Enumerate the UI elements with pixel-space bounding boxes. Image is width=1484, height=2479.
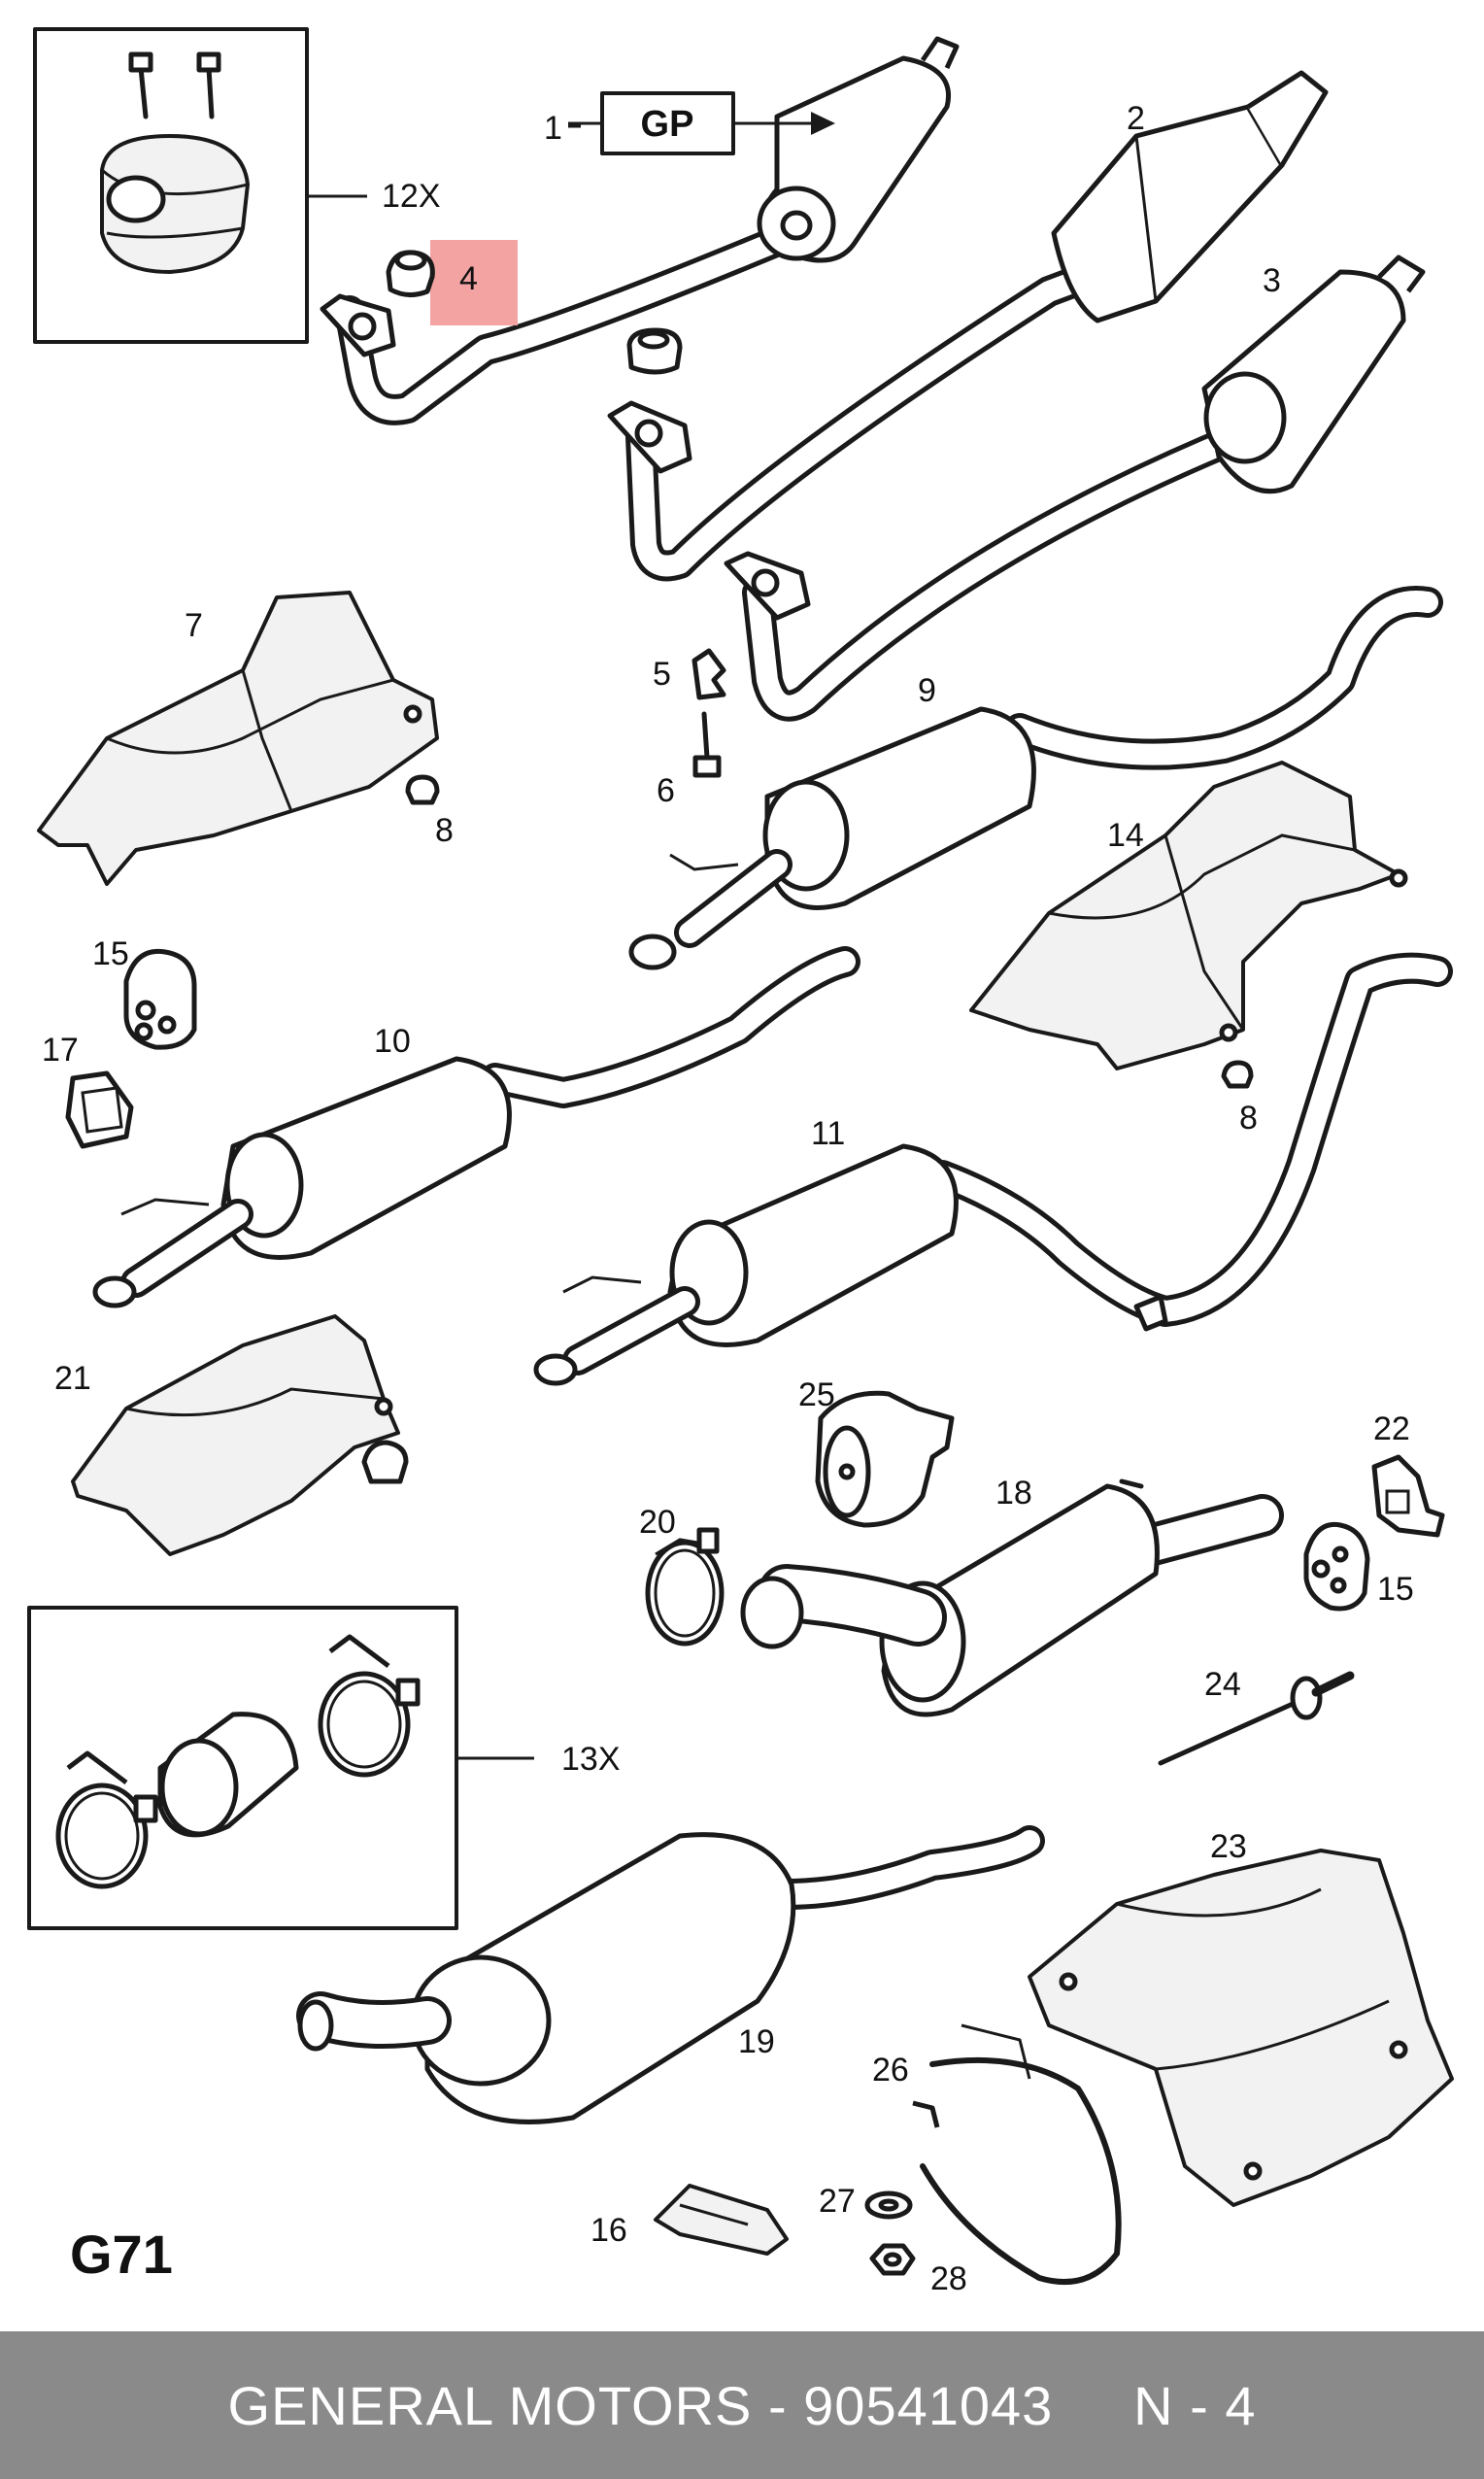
label-part-8-right: 8	[1239, 1100, 1258, 1137]
part-26-strap	[912, 2023, 1122, 2286]
label-part-24: 24	[1204, 1666, 1241, 1703]
page-code: G71	[70, 2224, 173, 2285]
part-18-rear-muffler	[740, 1478, 1284, 1717]
part-22-bracket	[1371, 1454, 1445, 1538]
label-part-20: 20	[639, 1504, 676, 1541]
label-part-10: 10	[374, 1023, 411, 1060]
label-part-2: 2	[1127, 100, 1145, 137]
clamp-kit-inset-12x	[33, 27, 367, 344]
part-15-rubber-mount-right	[1303, 1521, 1370, 1612]
exhaust-parts-diagram: GP	[27, 27, 1454, 2297]
label-part-14: 14	[1107, 817, 1144, 854]
label-part-5: 5	[653, 656, 671, 693]
label-part-18: 18	[995, 1475, 1032, 1511]
label-part-1: 1	[544, 110, 562, 147]
label-part-19: 19	[738, 2023, 775, 2060]
label-part-21: 21	[54, 1360, 91, 1397]
gp-badge-label: GP	[641, 104, 694, 145]
label-part-13x: 13X	[561, 1741, 621, 1778]
part-24-rivet	[1158, 1671, 1355, 1766]
label-part-9: 9	[918, 672, 936, 709]
part-23-heat-shield	[1028, 1849, 1454, 2207]
footer-bar: GENERAL MOTORS - 90541043 N - 4	[0, 2331, 1484, 2479]
part-4-ring	[386, 240, 518, 325]
part-1-front-pipe	[320, 36, 960, 425]
label-part-22: 22	[1373, 1410, 1410, 1447]
part-7-heat-shield	[37, 591, 440, 886]
label-part-25: 25	[798, 1376, 835, 1413]
label-part-28: 28	[930, 2260, 967, 2297]
part-labels: 1 2 3 4 5 6 7 8 8 9 10 11 12X 13X 14 15 …	[42, 100, 1414, 2297]
label-part-12x: 12X	[382, 178, 441, 215]
part-19-rear-muffler	[296, 1825, 1045, 2124]
footer-part-number: GENERAL MOTORS - 90541043 N - 4	[227, 2374, 1257, 2436]
part-2-catalytic-pipe	[607, 70, 1329, 582]
label-part-27: 27	[819, 2183, 856, 2220]
part-3-intermediate-muffler	[724, 255, 1426, 722]
connector-kit-inset-13x	[27, 1606, 534, 1930]
label-part-26: 26	[872, 2052, 909, 2088]
label-part-7: 7	[185, 607, 203, 644]
part-25-rubber-mount	[815, 1390, 955, 1528]
part-21-heat-shield	[71, 1314, 409, 1556]
part-17-clip	[65, 1070, 134, 1149]
part-15-rubber-mount-left	[123, 948, 197, 1050]
part-11-rear-muffler	[533, 952, 1453, 1386]
parts-5-6-fasteners	[691, 648, 726, 778]
label-part-23: 23	[1210, 1828, 1247, 1865]
part-28-nut	[869, 2243, 916, 2276]
part-27-washer	[864, 2190, 913, 2220]
label-part-15-right: 15	[1377, 1571, 1414, 1608]
label-part-16: 16	[590, 2212, 627, 2249]
label-part-17: 17	[42, 1032, 79, 1069]
label-part-6: 6	[657, 772, 675, 809]
label-part-3: 3	[1263, 262, 1281, 299]
label-part-8-left: 8	[435, 812, 454, 849]
part-20-clamp	[645, 1527, 725, 1647]
part-4-highlight	[430, 240, 518, 325]
part-16-bracket	[654, 2184, 789, 2256]
part-9-rear-muffler	[628, 586, 1443, 970]
label-part-15-left: 15	[92, 935, 129, 972]
label-part-11: 11	[811, 1115, 845, 1152]
label-part-4: 4	[459, 260, 478, 297]
part-14-heat-shield	[969, 761, 1408, 1089]
part-10-rear-muffler	[92, 946, 860, 1308]
gp-badge: GP	[568, 91, 835, 155]
